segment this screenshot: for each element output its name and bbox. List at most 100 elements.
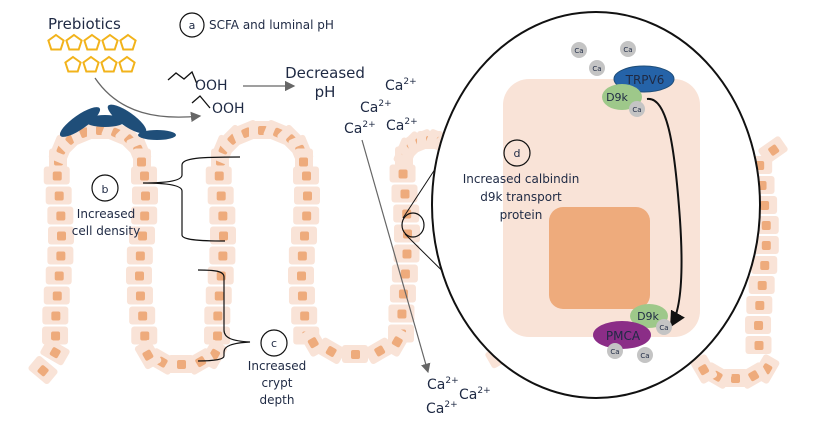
label-d-line1: Increased calbindin xyxy=(463,172,580,186)
label-d-line2: d9k transport xyxy=(480,190,562,204)
epithelial-cell xyxy=(690,354,718,384)
prebiotic-sugar-unit xyxy=(83,33,101,51)
prebiotic-sugar-unit xyxy=(82,55,100,73)
epithelial-cell xyxy=(758,136,788,164)
ca-ion-label: Ca2+ xyxy=(385,77,417,94)
epithelial-cell xyxy=(134,339,162,370)
label-c-letter: c xyxy=(271,337,277,350)
label-c-line1: Increased xyxy=(248,359,306,373)
ca-ion: Ca xyxy=(571,42,587,58)
d9k-label-bottom: D9k xyxy=(637,310,659,323)
bacterium xyxy=(59,107,101,137)
ca-ion: Ca xyxy=(629,101,645,117)
cell-density-bracket xyxy=(142,156,241,242)
luminal-calcium: Ca2+ Ca2+ Ca2+ Ca2+ xyxy=(344,77,418,137)
epithelial-cell xyxy=(129,306,156,325)
transcellular-transport-arrow xyxy=(646,97,685,328)
epithelial-cell xyxy=(126,246,153,265)
epithelial-cell xyxy=(291,226,318,245)
scfa-molecule-1 xyxy=(167,70,198,85)
svg-text:Ca: Ca xyxy=(610,348,619,356)
epithelial-cell xyxy=(751,256,778,274)
epithelial-cell xyxy=(391,264,418,283)
epithelial-cell xyxy=(748,276,775,294)
svg-text:Ca: Ca xyxy=(623,46,632,54)
epithelial-cell xyxy=(47,246,74,265)
epithelial-cell xyxy=(205,166,232,185)
ca-absorption-arrow xyxy=(361,139,431,374)
epithelial-cell xyxy=(293,206,320,225)
epithelial-cell xyxy=(342,345,368,363)
prebiotic-sugar-unit xyxy=(47,33,65,51)
epithelial-cell xyxy=(131,206,158,225)
epithelial-cell xyxy=(364,337,394,364)
bacterium xyxy=(107,104,147,134)
ca-ion-label: Ca2+ xyxy=(386,117,418,134)
epithelial-cell xyxy=(209,226,236,245)
svg-text:Ca: Ca xyxy=(574,47,583,55)
epithelial-cell xyxy=(393,224,420,243)
enterocyte-inset: d Increased calbindin d9k transport prot… xyxy=(431,11,761,399)
label-a-text: SCFA and luminal pH xyxy=(209,18,334,32)
crypt-depth-bracket xyxy=(197,269,251,362)
ca-ion-label: Ca2+ xyxy=(459,386,491,403)
epithelial-cell xyxy=(746,296,773,314)
label-c-marker xyxy=(260,329,288,357)
epithelial-cell xyxy=(207,186,234,205)
ph-label-line2: pH xyxy=(315,83,336,101)
epithelial-cell xyxy=(291,306,318,325)
svg-text:Ca: Ca xyxy=(659,324,668,332)
label-b-line1: Increased xyxy=(77,207,135,221)
scfa-molecule-2 xyxy=(191,95,211,109)
epithelial-cell xyxy=(388,304,415,323)
scfa-label-2: OOH xyxy=(212,101,245,117)
epithelial-cell xyxy=(131,186,158,205)
epithelial-cell xyxy=(45,186,72,205)
ph-label-line1: Decreased xyxy=(285,64,365,82)
epithelial-cell xyxy=(40,338,70,366)
pmca-pump xyxy=(593,321,651,349)
prebiotic-sugar-unit xyxy=(101,33,119,51)
label-c-line2: crypt xyxy=(262,376,293,390)
label-b-letter: b xyxy=(102,183,109,196)
epithelial-cell xyxy=(126,286,153,305)
prebiotic-sugar-unit xyxy=(118,55,136,73)
epithelial-cell xyxy=(47,226,74,245)
label-c-line3: depth xyxy=(260,393,295,407)
scfa-label-1: OOH xyxy=(195,78,228,94)
epithelial-cell xyxy=(389,164,416,183)
svg-text:Ca: Ca xyxy=(632,106,641,114)
epithelial-cell xyxy=(131,326,158,345)
label-d-letter: d xyxy=(514,147,521,160)
epithelial-cell xyxy=(126,266,153,285)
prebiotic-sugar-unit xyxy=(119,33,137,51)
epithelial-cell xyxy=(288,286,315,305)
epithelial-cell xyxy=(131,166,158,185)
epithelial-cell xyxy=(205,286,232,305)
epithelial-cell xyxy=(389,284,416,303)
label-d-line3: protein xyxy=(500,208,543,222)
ca-ion-label: Ca2+ xyxy=(360,99,392,116)
label-b-line2: cell density xyxy=(72,224,140,238)
epithelial-cell xyxy=(293,186,320,205)
epithelial-cell xyxy=(207,266,234,285)
epithelial-cell xyxy=(293,166,320,185)
epithelial-cell xyxy=(129,226,156,245)
epithelial-cell xyxy=(745,336,772,354)
epithelial-cell xyxy=(300,327,327,357)
pmca-label: PMCA xyxy=(606,329,641,343)
trpv6-label: TRPV6 xyxy=(625,73,665,87)
epithelial-cell xyxy=(393,244,420,263)
epithelial-cell xyxy=(288,246,315,265)
d9k-label-top: D9k xyxy=(606,91,628,104)
ca-ion: Ca xyxy=(656,319,672,335)
label-d-marker xyxy=(503,139,531,167)
label-a-marker xyxy=(179,12,205,38)
epithelial-cell xyxy=(752,236,779,254)
ca-ion-label: Ca2+ xyxy=(344,120,376,137)
magnified-cell-marker xyxy=(401,212,425,238)
absorbed-calcium: Ca2+ Ca2+ Ca2+ xyxy=(426,376,491,417)
enterocyte-nucleus xyxy=(549,207,650,309)
ca-ion: Ca xyxy=(589,60,605,76)
